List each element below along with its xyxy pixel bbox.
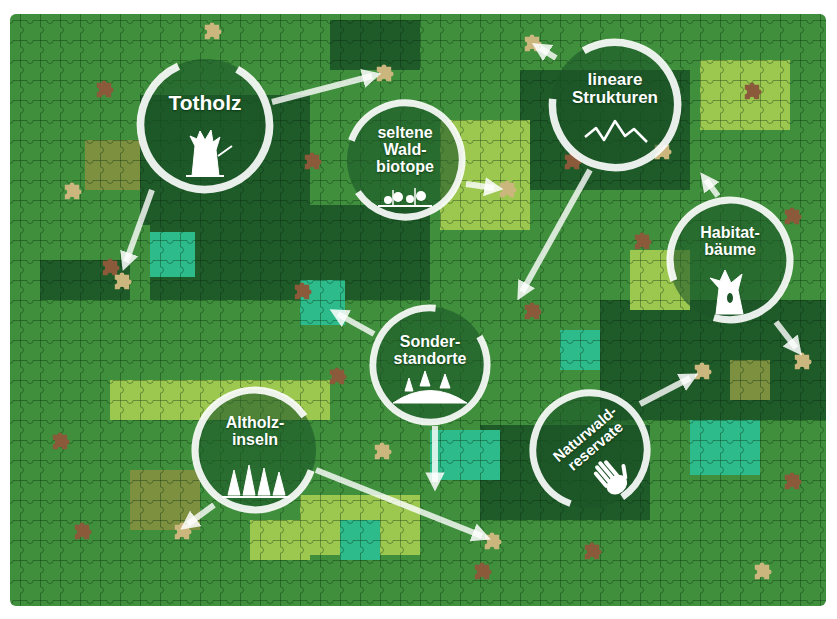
circle-node: Sonder- standorte <box>368 303 492 427</box>
drawing-part <box>186 121 743 499</box>
circle-node: Habitat- bäume <box>665 195 795 325</box>
drawing-part <box>755 562 772 579</box>
drawing-part <box>466 184 494 188</box>
drawing-part <box>188 505 214 524</box>
drawing-part <box>295 282 312 299</box>
drawing-part <box>228 465 285 495</box>
drawing-part <box>316 470 482 536</box>
drawing-part <box>585 121 647 142</box>
drawing-part <box>75 522 92 539</box>
drawing-part <box>405 371 450 391</box>
text-wrap: Habitat- bäume <box>700 225 760 259</box>
drawing-part <box>432 426 438 482</box>
circle-node: Altholz- inseln <box>190 385 320 515</box>
drawing-part <box>10 14 826 606</box>
drawing-part <box>186 146 232 176</box>
node-label: Naturwald- reservate <box>550 403 630 477</box>
drawing-part <box>393 188 415 205</box>
drawing-part <box>53 432 70 449</box>
drawing-part <box>330 367 347 384</box>
drawing-part <box>776 322 796 348</box>
drawing-part <box>710 270 743 314</box>
white-ring <box>665 195 795 325</box>
drawing-part <box>500 180 517 197</box>
drawing-part <box>795 352 812 369</box>
node-label: lineare Strukturen <box>572 71 658 107</box>
white-ring <box>135 55 275 195</box>
drawing-part <box>635 232 652 249</box>
drawing-part <box>785 207 802 224</box>
white-ring <box>190 385 320 515</box>
drawing-part <box>727 293 733 303</box>
drawing-part <box>485 532 502 549</box>
drawing-part <box>305 152 322 169</box>
white-ring <box>528 388 652 512</box>
drawing-part <box>540 48 556 58</box>
drawing-part <box>190 130 220 176</box>
drawing-part <box>65 22 812 579</box>
drawing-part <box>384 196 392 204</box>
circle-outline <box>665 195 795 325</box>
node-label: Totholz <box>168 92 241 114</box>
circle-node: Totholz <box>135 55 275 195</box>
drawing-part <box>139 41 791 511</box>
drawing-part <box>593 453 630 490</box>
drawing-part <box>525 302 542 319</box>
text-wrap: lineare Strukturen <box>572 71 658 107</box>
circle-node: lineare Strukturen <box>547 37 683 173</box>
drawing-part <box>126 48 796 536</box>
drawing-part <box>375 442 392 459</box>
drawing-part <box>205 22 222 39</box>
node-label: seltene Wald- biotope <box>376 125 434 175</box>
node-label: Altholz- inseln <box>226 415 285 449</box>
drawing-part <box>338 314 374 334</box>
drawing-part <box>785 472 802 489</box>
drawing-part <box>640 378 690 404</box>
node-label: Sonder- standorte <box>394 334 467 368</box>
drawing-part <box>706 180 718 196</box>
drawing-part <box>10 14 826 606</box>
circle-outline <box>190 385 320 515</box>
drawing-part <box>393 192 403 202</box>
drawing-part <box>475 562 492 579</box>
text-wrap: Naturwald- reservate <box>550 403 630 477</box>
drawing-part <box>393 391 467 404</box>
drawing-part <box>522 170 590 292</box>
white-ring <box>368 303 492 427</box>
drawing-part <box>585 542 602 559</box>
drawing-part <box>222 496 290 498</box>
drawing-part <box>525 34 542 51</box>
circle-outline <box>135 55 275 195</box>
drawing-part <box>126 190 152 262</box>
drawing-part <box>377 64 394 81</box>
circle-node: seltene Wald- biotope <box>343 98 467 222</box>
circle-node: Naturwald- reservate <box>528 388 652 512</box>
drawing-part <box>115 272 132 289</box>
drawing-part <box>416 191 426 201</box>
text-wrap: Altholz- inseln <box>226 415 285 449</box>
drawing-part <box>97 80 114 97</box>
text-wrap: Sonder- standorte <box>394 334 467 368</box>
drawing-part <box>65 182 82 199</box>
drawing-part <box>695 362 712 379</box>
drawing-part <box>103 258 120 275</box>
white-ring <box>547 37 683 173</box>
drawing-part <box>745 82 762 99</box>
text-wrap: Totholz <box>168 92 241 114</box>
drawing-part <box>272 76 372 102</box>
drawing-part <box>406 195 414 203</box>
drawing-part <box>378 205 432 207</box>
white-ring <box>343 98 467 222</box>
text-wrap: seltene Wald- biotope <box>376 125 434 175</box>
node-label: Habitat- bäume <box>700 225 760 259</box>
